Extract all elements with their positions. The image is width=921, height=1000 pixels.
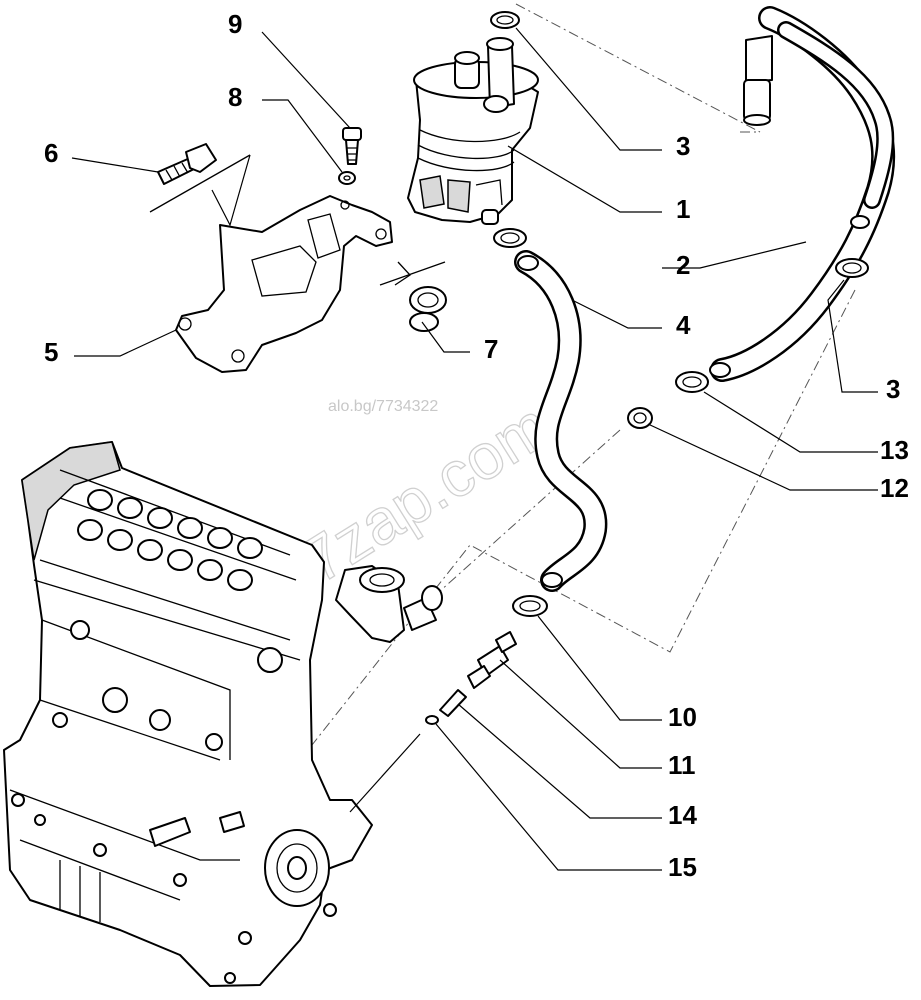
callout-12: 12 bbox=[880, 473, 909, 503]
callout-5: 5 bbox=[44, 337, 58, 367]
callout-11: 11 bbox=[668, 750, 696, 780]
bracket-part-5 bbox=[149, 154, 446, 373]
clamp-part-13 bbox=[675, 371, 709, 393]
callout-4: 4 bbox=[676, 310, 691, 340]
fitting-part-11 bbox=[467, 631, 517, 689]
plug-part-12 bbox=[627, 407, 653, 429]
callout-3-lower: 3 bbox=[886, 374, 900, 404]
callout-1: 1 bbox=[676, 194, 690, 224]
callout-14: 14 bbox=[668, 800, 697, 830]
callout-10: 10 bbox=[668, 702, 697, 732]
leader-lines bbox=[71, 27, 878, 871]
assembly-reference-lines bbox=[311, 3, 856, 746]
crank-pulley bbox=[264, 829, 330, 907]
callout-labels: 9 8 6 5 7 3 1 2 4 3 13 12 10 11 14 15 bbox=[44, 9, 909, 882]
engine-block bbox=[3, 441, 373, 987]
o-ring-part-15 bbox=[425, 715, 439, 725]
bolt-part-9 bbox=[342, 127, 362, 165]
clamp-part-10 bbox=[512, 595, 548, 617]
callout-2: 2 bbox=[676, 250, 690, 280]
pipe-part-14 bbox=[439, 689, 467, 717]
hose-clip-part-7 bbox=[409, 286, 447, 332]
callout-9: 9 bbox=[228, 9, 242, 39]
washer-part-8 bbox=[338, 171, 356, 185]
callout-13: 13 bbox=[880, 435, 909, 465]
clamp-part-3-upper bbox=[490, 11, 520, 29]
breather-pipe-part-2 bbox=[709, 6, 896, 382]
callout-7: 7 bbox=[484, 334, 498, 364]
camshaft-lobes bbox=[77, 489, 263, 591]
bolt-part-6 bbox=[157, 143, 217, 185]
callout-15: 15 bbox=[668, 852, 697, 882]
site-id-watermark: alo.bg/7734322 bbox=[328, 398, 438, 415]
clamp-part-1-outlet bbox=[493, 228, 527, 248]
water-outlet-fitting bbox=[335, 565, 443, 643]
callout-8: 8 bbox=[228, 82, 242, 112]
clamp-part-3-lower bbox=[835, 258, 869, 278]
callout-6: 6 bbox=[44, 138, 58, 168]
callout-3-upper: 3 bbox=[676, 131, 690, 161]
brand-watermark: 7zap.com bbox=[289, 389, 562, 597]
oil-separator-part-1 bbox=[407, 37, 539, 225]
hose-part-4 bbox=[514, 250, 608, 592]
